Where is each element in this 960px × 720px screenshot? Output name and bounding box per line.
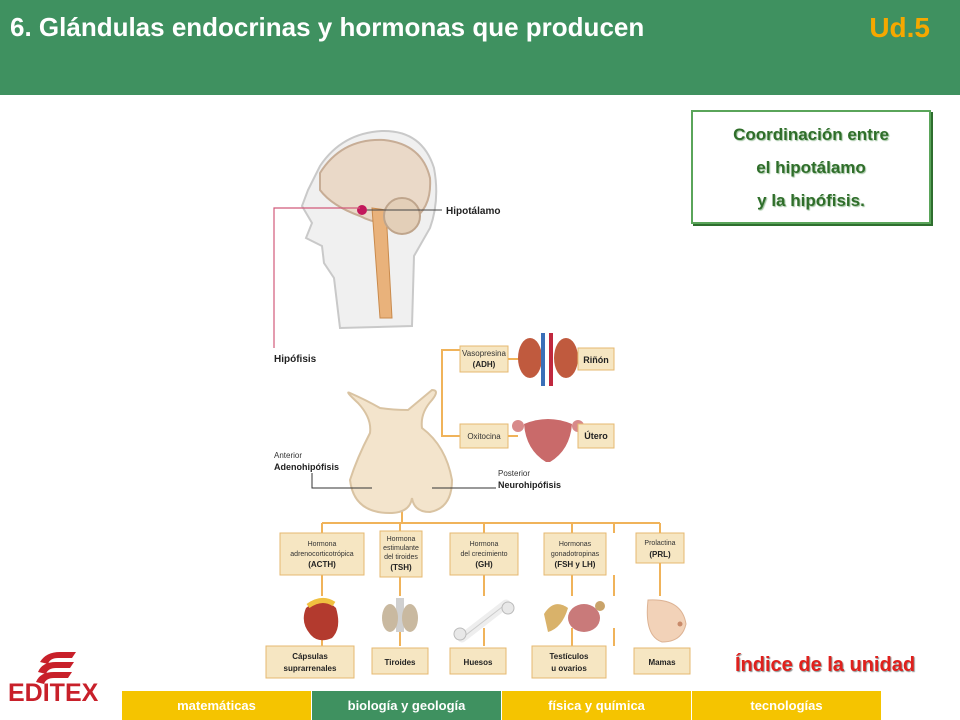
svg-text:del tiroides: del tiroides <box>384 554 418 561</box>
target-box-testiculos: Testículos u ovarios <box>531 645 607 679</box>
svg-text:(GH): (GH) <box>475 560 493 569</box>
svg-text:Hormonas: Hormonas <box>559 541 592 548</box>
editex-logo-text: EDITEX <box>8 679 99 707</box>
svg-text:Cápsulas: Cápsulas <box>292 652 328 661</box>
svg-text:(FSH y LH): (FSH y LH) <box>555 560 596 569</box>
label-hipotalamo: Hipotálamo <box>446 206 500 217</box>
box-oxitocina <box>459 423 509 449</box>
tree-line-top <box>441 349 462 428</box>
label-adenohipofisis: Adenohipófisis <box>274 462 339 472</box>
tab-biologia-geologia[interactable]: biología y geología <box>312 691 501 720</box>
gonads-icon <box>544 601 605 632</box>
tab-tecnologias[interactable]: tecnologías <box>692 691 881 720</box>
target-box-tiroides: Tiroides <box>371 647 429 675</box>
index-link[interactable]: Índice de la unidad <box>735 654 916 676</box>
info-line-2: el hipotálamo <box>756 157 866 177</box>
svg-text:Huesos: Huesos <box>464 658 493 667</box>
info-line-1: Coordinación entre <box>733 124 889 144</box>
adrenal-icon <box>303 598 339 641</box>
tab-matematicas[interactable]: matemáticas <box>122 691 311 720</box>
label-vasopresina-1: Vasopresina <box>462 349 506 358</box>
svg-text:estimulante: estimulante <box>383 545 419 552</box>
unit-label: Ud.5 <box>869 12 930 43</box>
target-box-huesos: Huesos <box>449 647 507 675</box>
hypothalamus-marker <box>357 205 367 215</box>
svg-text:gonadotropinas: gonadotropinas <box>551 551 600 558</box>
label-hipofisis: Hipófisis <box>274 354 317 365</box>
editex-logo[interactable]: EDITEX <box>8 648 113 716</box>
label-vasopresina-2: (ADH) <box>473 360 496 369</box>
hormone-box-tsh: Hormona estimulante del tiroides (TSH) <box>379 530 423 578</box>
svg-text:(TSH): (TSH) <box>390 563 412 572</box>
bone-icon <box>453 599 515 643</box>
info-line-3: y la hipófisis. <box>757 190 865 210</box>
hipofisis-callout-line <box>273 207 360 348</box>
svg-text:suprarrenales: suprarrenales <box>284 664 337 673</box>
svg-text:(PRL): (PRL) <box>649 550 671 559</box>
label-neurohipofisis: Neurohipófisis <box>498 480 561 490</box>
hormone-box-prl: Prolactina (PRL) <box>635 532 685 564</box>
tree-line-middle <box>441 396 462 437</box>
svg-text:Mamas: Mamas <box>648 658 676 667</box>
page-title: 6. Glándulas endocrinas y hormonas que p… <box>10 12 645 42</box>
label-anterior: Anterior <box>274 451 302 460</box>
label-utero: Útero <box>584 430 608 441</box>
cerebellum <box>383 197 421 235</box>
header-bar: 6. Glándulas endocrinas y hormonas que p… <box>0 0 960 95</box>
svg-text:(ACTH): (ACTH) <box>308 560 336 569</box>
svg-text:Hormona: Hormona <box>470 541 499 548</box>
svg-text:Testículos: Testículos <box>550 652 590 661</box>
svg-text:Tiroides: Tiroides <box>385 658 417 667</box>
label-rinon: Riñón <box>583 355 609 365</box>
target-box-capsulas: Cápsulas suprarrenales <box>265 645 355 679</box>
adeno-callout-line <box>311 473 372 489</box>
svg-text:del crecimiento: del crecimiento <box>460 551 507 558</box>
svg-text:Hormona: Hormona <box>387 536 416 543</box>
editex-logo-icon <box>36 652 76 684</box>
tab-fisica-quimica[interactable]: física y química <box>502 691 691 720</box>
svg-text:adrenocorticotrópica: adrenocorticotrópica <box>290 551 354 558</box>
subject-tabs: matemáticas biología y geología física y… <box>122 691 882 720</box>
box-rinon <box>577 347 615 371</box>
endocrine-diagram: Hipotálamo Hipófisis Anterior Adenohipóf… <box>265 129 691 679</box>
info-box: Coordinación entre el hipotálamo y la hi… <box>691 110 931 224</box>
brainstem <box>371 207 393 319</box>
uterus-icon <box>512 419 584 462</box>
box-utero <box>577 423 615 449</box>
label-posterior: Posterior <box>498 469 530 478</box>
svg-text:Hormona: Hormona <box>308 541 337 548</box>
hormone-box-fsh-lh: Hormonas gonadotropinas (FSH y LH) <box>543 532 607 576</box>
hormone-box-acth: Hormona adrenocorticotrópica (ACTH) <box>279 532 365 576</box>
label-oxitocina: Oxitocina <box>467 432 501 441</box>
svg-text:Prolactina: Prolactina <box>644 540 675 547</box>
breast-icon <box>646 599 687 643</box>
target-box-mamas: Mamas <box>633 647 691 675</box>
hormone-box-gh: Hormona del crecimiento (GH) <box>449 532 519 576</box>
thyroid-icon <box>382 598 418 632</box>
pituitary-gland <box>347 388 454 515</box>
box-vasopresina <box>459 345 509 373</box>
kidney-icon <box>518 333 578 386</box>
svg-text:u ovarios: u ovarios <box>551 664 587 673</box>
